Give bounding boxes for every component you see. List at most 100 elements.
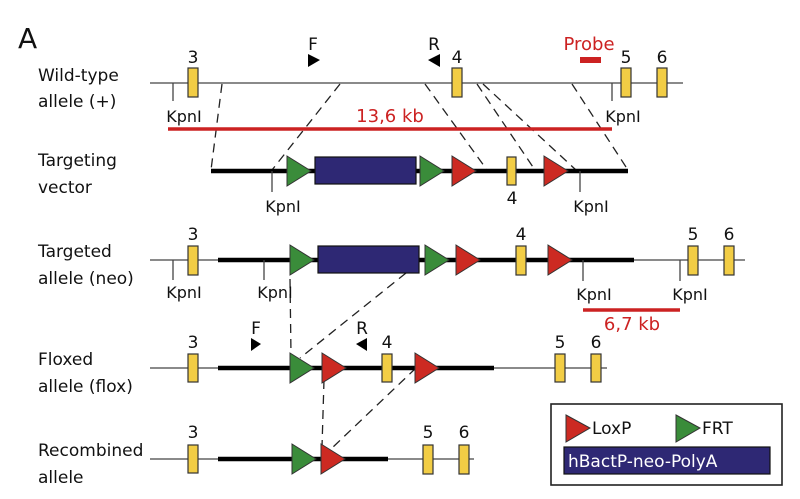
exon-label: 5: [423, 423, 434, 443]
kpni-label: KpnI: [166, 283, 202, 302]
loxp-legend-icon: [565, 414, 592, 443]
exon-label: 6: [591, 333, 602, 353]
panel-label: A: [18, 22, 37, 55]
exon-label: 4: [382, 333, 393, 353]
dash-line: [289, 278, 292, 356]
exon-6: [656, 67, 668, 98]
forward-primer-icon: [308, 54, 320, 67]
fragment-6-7kb-label: 6,7 kb: [604, 314, 660, 335]
exon-4: [381, 353, 393, 383]
wildtype-label-1: Wild-type: [38, 66, 119, 86]
targeted-label-1: Targeted: [37, 242, 112, 262]
neo-cassette: [317, 245, 420, 274]
dash-line: [210, 83, 223, 171]
legend-frt-label: FRT: [702, 419, 733, 439]
vector-label-1: Targeting: [37, 151, 117, 171]
wildtype-allele: Wild-type allele (+) KpnI KpnI 3 4 5 6 F…: [38, 34, 683, 131]
legend-loxp-label: LoxP: [592, 419, 631, 439]
exon-label: 5: [555, 333, 566, 353]
exon-6: [723, 245, 735, 276]
exon-3: [187, 353, 199, 383]
dash-line: [321, 379, 325, 448]
reverse-primer-icon: [428, 54, 440, 67]
probe-bar: [580, 57, 601, 63]
exon-4: [515, 245, 527, 276]
exon-3: [187, 444, 199, 474]
exon-label: 4: [507, 189, 518, 209]
exon-6: [590, 353, 602, 383]
loxp-site-icon: [320, 443, 346, 475]
exon-label: 6: [459, 423, 470, 443]
dash-line: [424, 83, 488, 171]
dash-line: [331, 367, 417, 449]
primer-r-label: R: [356, 319, 368, 339]
kpni-label: KpnI: [265, 197, 301, 216]
exon-3: [187, 245, 199, 276]
primer-f-label: F: [251, 319, 261, 339]
recombined-label-2: allele: [38, 468, 84, 488]
primer-f-label: F: [308, 35, 318, 55]
loxp-site-icon: [414, 352, 440, 384]
exon-label: 4: [516, 225, 527, 245]
exon-label: 6: [657, 48, 668, 68]
exon-label: 3: [188, 333, 199, 353]
primer-r-label: R: [428, 35, 440, 55]
floxed-allele: Floxed allele (flox) 3 F R 4 5 6: [38, 319, 607, 397]
forward-primer-icon: [251, 338, 261, 351]
targeted-label-2: allele (neo): [38, 269, 134, 289]
frt-site-icon: [289, 244, 315, 276]
frt-site-icon: [419, 155, 445, 187]
exon-label: 3: [188, 48, 199, 68]
kpni-label: KpnI: [166, 107, 202, 126]
reverse-primer-icon: [356, 338, 367, 351]
kpni-label: KpnI: [257, 283, 293, 302]
kpni-label: KpnI: [573, 197, 609, 216]
exon-label: 6: [724, 225, 735, 245]
kpni-label: KpnI: [672, 285, 708, 304]
exon-5: [422, 444, 434, 475]
legend-cassette-label: hBactP-neo-PolyA: [568, 452, 718, 472]
dash-line: [571, 83, 629, 171]
targeting-vector: Targeting vector KpnI KpnI 4: [37, 151, 628, 216]
exon-5: [687, 245, 699, 276]
exon-4: [506, 156, 517, 186]
probe-label: Probe: [563, 34, 614, 55]
exon-label: 3: [188, 423, 199, 443]
floxed-label-1: Floxed: [38, 350, 93, 370]
legend-cassette-swatch: [563, 446, 771, 475]
exon-label: 5: [688, 225, 699, 245]
kpni-label: KpnI: [605, 107, 641, 126]
wildtype-label-2: allele (+): [38, 92, 116, 112]
dash-line: [271, 83, 341, 171]
loxp-site-icon: [321, 352, 347, 384]
kpni-label: KpnI: [576, 285, 612, 304]
frt-legend-icon: [675, 414, 702, 443]
frt-site-icon: [291, 443, 317, 475]
dash-line: [476, 83, 536, 171]
exon-label: 5: [621, 48, 632, 68]
frt-site-icon: [289, 352, 315, 384]
frt-site-icon: [424, 244, 450, 276]
recombined-label-1: Recombined: [38, 441, 143, 461]
recombined-allele: Recombined allele 3 5 6: [38, 423, 474, 488]
frt-site-icon: [286, 155, 312, 187]
exon-4: [451, 67, 463, 98]
homology-lines: [210, 83, 629, 449]
loxp-site-icon: [543, 155, 569, 187]
neo-cassette: [314, 156, 417, 185]
exon-5: [554, 353, 566, 383]
dash-line: [482, 83, 577, 171]
exon-label: 4: [452, 48, 463, 68]
exon-6: [458, 444, 470, 475]
legend: LoxP FRT hBactP-neo-PolyA: [550, 403, 783, 486]
exon-3: [187, 67, 199, 98]
exon-5: [620, 67, 632, 98]
targeted-allele: Targeted allele (neo) KpnI KpnI KpnI Kpn…: [37, 225, 745, 335]
vector-label-2: vector: [38, 178, 92, 198]
loxp-site-icon: [455, 244, 481, 276]
floxed-label-2: allele (flox): [38, 377, 133, 397]
exon-label: 3: [188, 225, 199, 245]
loxp-site-icon: [547, 244, 573, 276]
fragment-13-6kb-label: 13,6 kb: [356, 106, 424, 127]
